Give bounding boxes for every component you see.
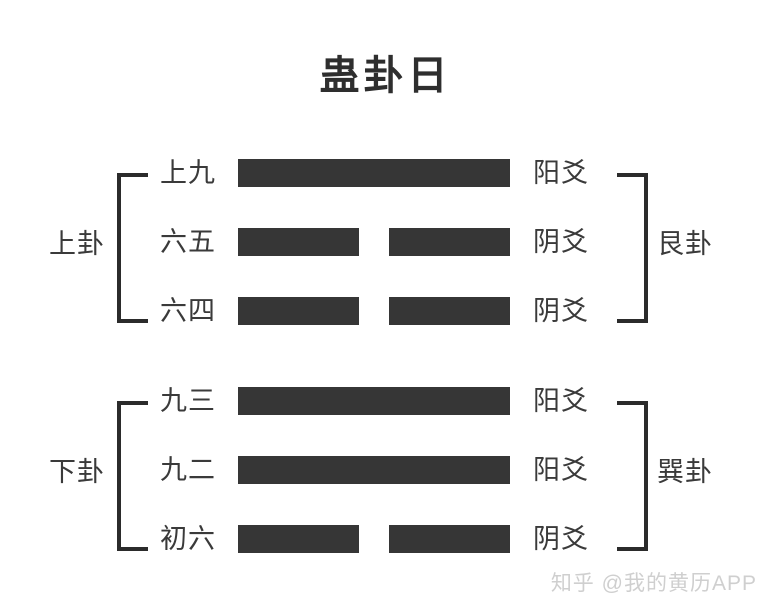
line-name: 上九: [160, 158, 216, 188]
line-type: 阴爻: [533, 227, 589, 257]
yin-bar-right: [389, 525, 510, 553]
hexagram-line-row: 六五 阴爻: [0, 227, 771, 257]
line-name: 六四: [160, 296, 216, 326]
yin-bar-left: [238, 228, 359, 256]
line-type: 阳爻: [533, 158, 589, 188]
hexagram-line-row: 初六 阴爻: [0, 524, 771, 554]
upper-trigram-right-bracket: [617, 173, 648, 323]
line-type: 阳爻: [533, 455, 589, 485]
lower-trigram-right-bracket: [617, 401, 648, 551]
line-bars-yang: [238, 387, 510, 415]
upper-trigram-label-right: 艮卦: [657, 229, 713, 259]
line-type: 阳爻: [533, 386, 589, 416]
line-name: 九二: [160, 455, 216, 485]
hexagram-line-row: 上九 阳爻: [0, 158, 771, 188]
lower-trigram-label-left: 下卦: [49, 457, 105, 487]
page-title: 蛊卦日: [319, 54, 452, 98]
yin-bar-left: [238, 525, 359, 553]
yin-bar-right: [389, 297, 510, 325]
line-bars-yang: [238, 456, 510, 484]
yin-bar-right: [389, 228, 510, 256]
yang-bar: [238, 387, 510, 415]
lower-trigram-label-right: 巽卦: [657, 457, 713, 487]
line-name: 六五: [160, 227, 216, 257]
yin-bar-left: [238, 297, 359, 325]
line-type: 阴爻: [533, 524, 589, 554]
line-type: 阴爻: [533, 296, 589, 326]
line-bars-yang: [238, 159, 510, 187]
upper-trigram-left-bracket: [117, 173, 148, 323]
line-name: 初六: [160, 524, 216, 554]
lower-trigram-left-bracket: [117, 401, 148, 551]
hexagram-line-row: 九三 阳爻: [0, 386, 771, 416]
line-name: 九三: [160, 386, 216, 416]
hexagram-line-row: 六四 阴爻: [0, 296, 771, 326]
yang-bar: [238, 456, 510, 484]
line-bars-yin: [238, 297, 510, 325]
line-bars-yin: [238, 228, 510, 256]
line-bars-yin: [238, 525, 510, 553]
watermark: 知乎 @我的黄历APP: [550, 572, 757, 595]
upper-trigram-label-left: 上卦: [49, 229, 105, 259]
yang-bar: [238, 159, 510, 187]
hexagram-line-row: 九二 阳爻: [0, 455, 771, 485]
